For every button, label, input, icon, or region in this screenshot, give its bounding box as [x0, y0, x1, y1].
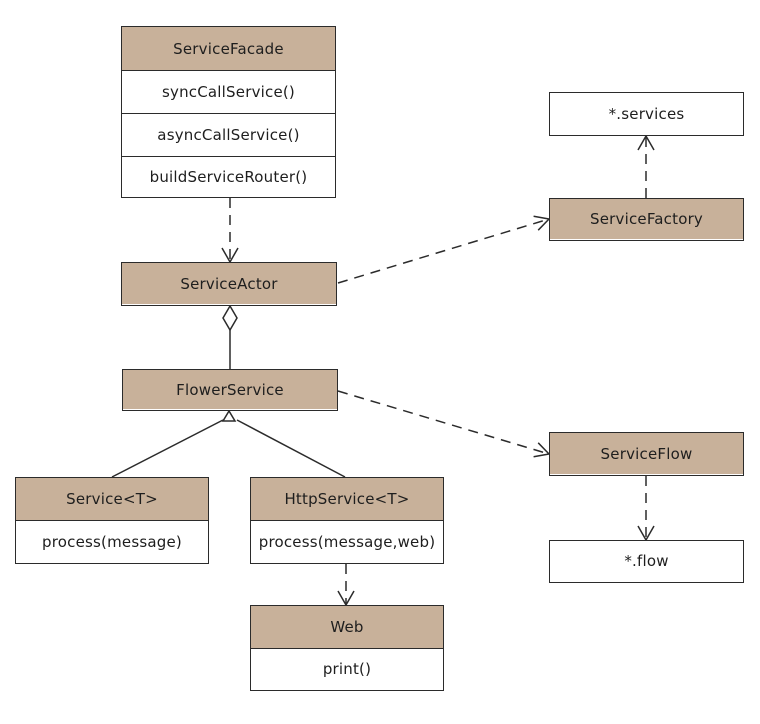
- sync-call-service-method: syncCallService(): [122, 70, 335, 113]
- service-factory-class[interactable]: ServiceFactory: [549, 198, 744, 241]
- inheritance-http-to-flower: [236, 419, 346, 478]
- service-flow-class[interactable]: ServiceFlow: [549, 432, 744, 476]
- print-method: print(): [251, 648, 443, 689]
- service-generic-title: Service<T>: [16, 478, 208, 520]
- async-call-service-method: asyncCallService(): [122, 113, 335, 156]
- web-title: Web: [251, 606, 443, 648]
- inheritance-triangle: [221, 409, 237, 422]
- dependency-actor-to-factory: [337, 218, 550, 284]
- flower-service-class[interactable]: FlowerService: [122, 369, 338, 411]
- service-flow-title: ServiceFlow: [550, 433, 743, 474]
- inheritance-service-to-flower: [111, 419, 224, 478]
- arrowhead-factory-to-services: [637, 134, 655, 151]
- service-generic-class[interactable]: Service<T> process(message): [15, 477, 209, 564]
- aggregation-diamond: [222, 304, 238, 332]
- web-class[interactable]: Web print(): [250, 605, 444, 691]
- build-service-router-method: buildServiceRouter(): [122, 156, 335, 196]
- services-package-label: *.services: [608, 104, 685, 123]
- service-facade-class[interactable]: ServiceFacade syncCallService() asyncCal…: [121, 26, 336, 198]
- service-actor-title: ServiceActor: [122, 263, 336, 304]
- flow-package[interactable]: *.flow: [549, 540, 744, 583]
- process-message-method: process(message): [16, 520, 208, 562]
- flow-package-label: *.flow: [624, 552, 669, 570]
- service-actor-class[interactable]: ServiceActor: [121, 262, 337, 306]
- process-message-web-method: process(message,web): [251, 520, 443, 562]
- services-package[interactable]: *.services: [549, 92, 744, 136]
- flower-service-title: FlowerService: [123, 370, 337, 409]
- dependency-flower-to-flow: [337, 390, 550, 455]
- service-factory-title: ServiceFactory: [550, 199, 743, 239]
- service-facade-title: ServiceFacade: [122, 27, 335, 70]
- http-service-class[interactable]: HttpService<T> process(message,web): [250, 477, 444, 564]
- http-service-title: HttpService<T>: [251, 478, 443, 520]
